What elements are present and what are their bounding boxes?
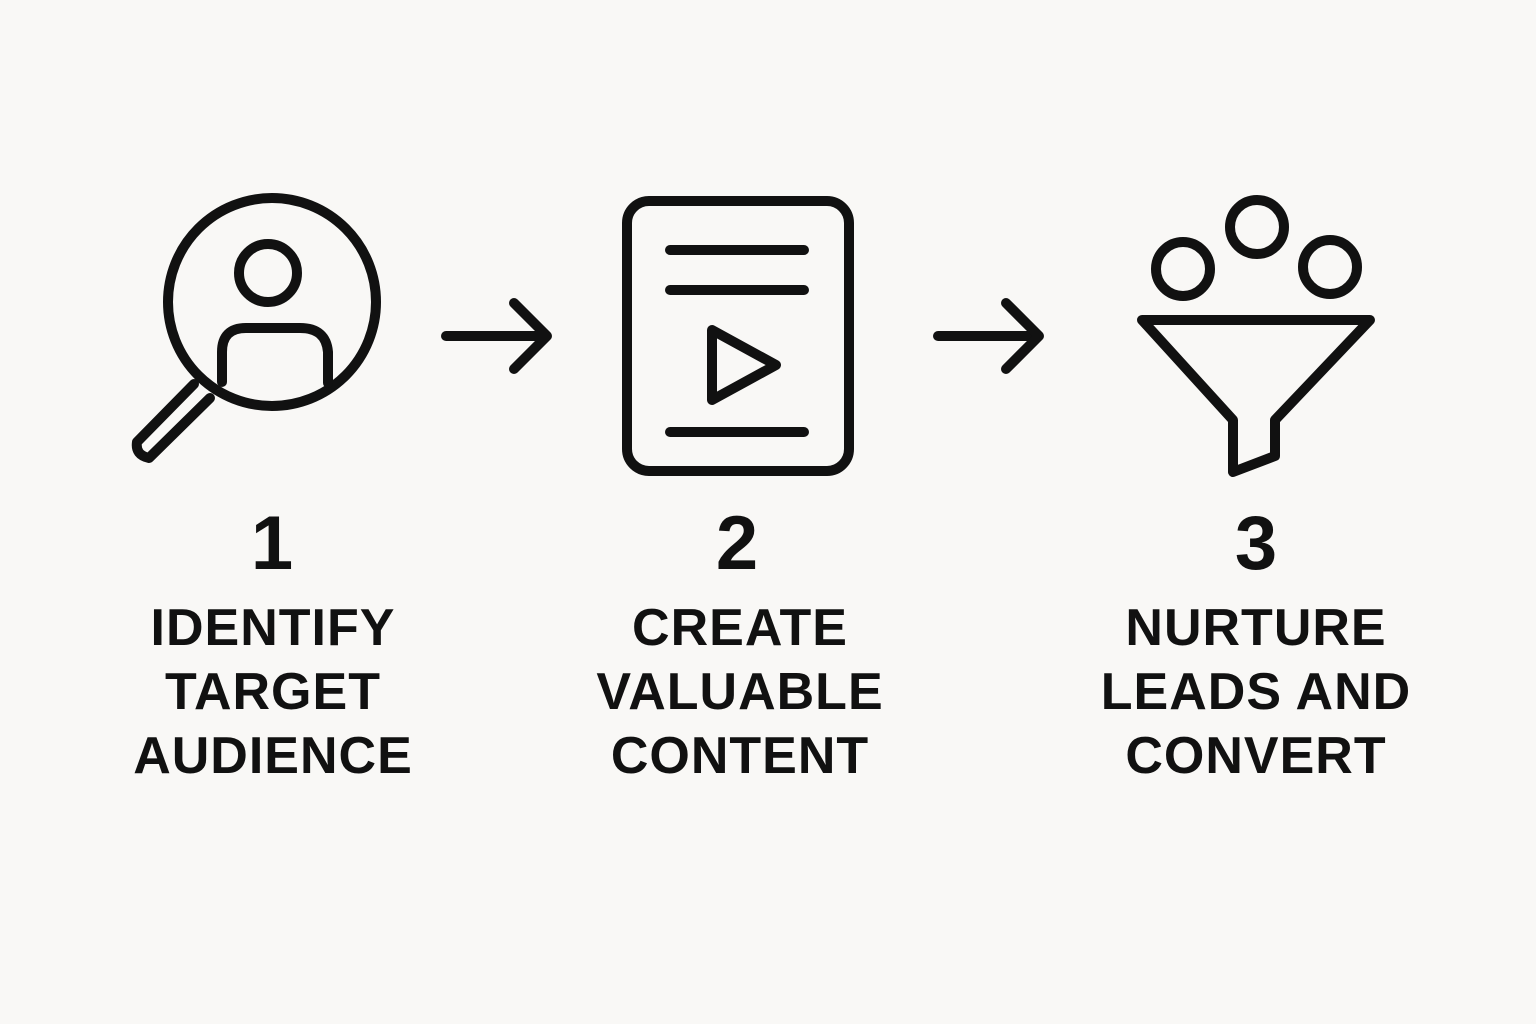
document-play-icon bbox=[622, 196, 854, 476]
step-number-2: 2 bbox=[715, 501, 759, 586]
funnel-icon bbox=[1137, 195, 1375, 477]
step-label-3: NURTURE LEADS AND CONVERT bbox=[1046, 596, 1466, 788]
step-label-line: LEADS AND bbox=[1100, 663, 1412, 721]
step-label-1: IDENTIFY TARGET AUDIENCE bbox=[63, 596, 483, 788]
magnifier-person-icon bbox=[131, 193, 381, 463]
step-number-1: 1 bbox=[250, 501, 294, 586]
step-label-2: CREATE VALUABLE CONTENT bbox=[530, 596, 950, 788]
arrow-right-icon bbox=[933, 298, 1044, 374]
step-label-line: CONTENT bbox=[610, 727, 870, 785]
step-label-line: IDENTIFY bbox=[150, 599, 396, 657]
step-label-line: CONVERT bbox=[1125, 727, 1387, 785]
step-label-line: NURTURE bbox=[1125, 599, 1387, 657]
step-label-line: VALUABLE bbox=[596, 663, 884, 721]
step-label-line: AUDIENCE bbox=[133, 727, 413, 785]
step-label-line: TARGET bbox=[165, 663, 381, 721]
step-number-3: 3 bbox=[1234, 501, 1278, 586]
step-label-line: CREATE bbox=[632, 599, 848, 657]
arrow-right-icon bbox=[441, 298, 552, 374]
